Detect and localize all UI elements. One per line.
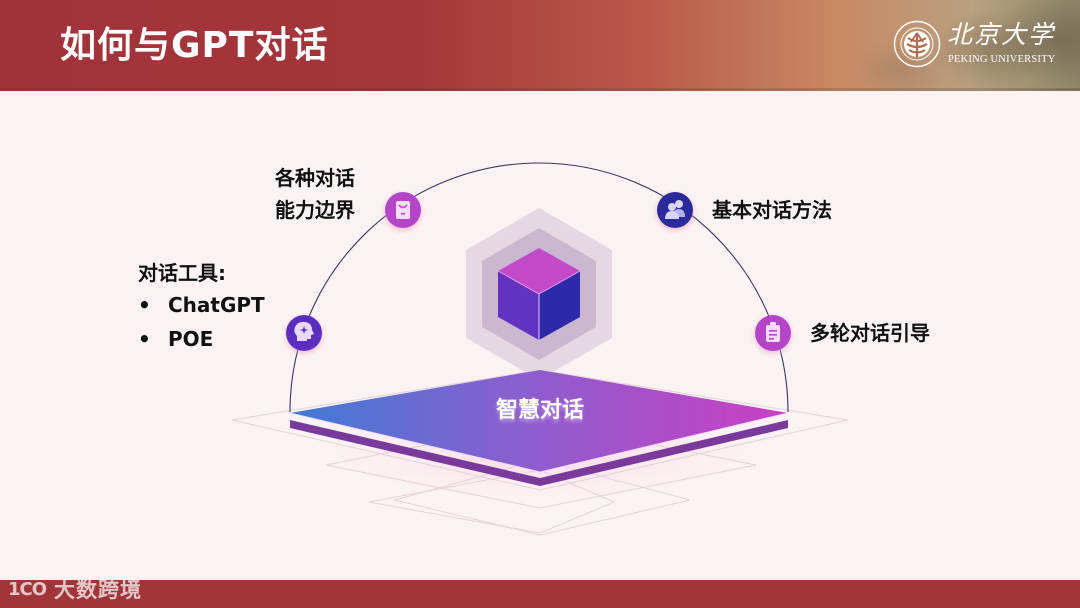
- header-campus-background: [780, 0, 1080, 91]
- list-item: • POE: [138, 322, 265, 356]
- header-bar: 如何与GPT对话 北京大学 PEKING UNIVERSITY: [0, 0, 1080, 91]
- footer-bar: [0, 580, 1080, 608]
- list-item: • ChatGPT: [138, 288, 265, 322]
- watermark: 1CO 大数跨境: [8, 574, 142, 604]
- node-basic-methods-label: 基本对话方法: [712, 198, 832, 222]
- university-name-en: PEKING UNIVERSITY: [948, 54, 1056, 65]
- page-title: 如何与GPT对话: [60, 25, 329, 66]
- node-boundaries-label-line1: 各种对话: [275, 166, 355, 190]
- peking-university-emblem-icon: [893, 20, 941, 68]
- node-multi-turn[interactable]: [755, 315, 791, 351]
- cube-icon: [497, 248, 581, 340]
- center-label: 智慧对话: [495, 398, 584, 423]
- node-tools-label: 对话工具: • ChatGPT • POE: [138, 258, 265, 356]
- watermark-logo-icon: 1CO: [8, 578, 47, 600]
- node-boundaries[interactable]: [385, 192, 421, 228]
- node-boundaries-label-line2: 能力边界: [275, 198, 355, 222]
- watermark-text: 大数跨境: [54, 578, 143, 602]
- tool-chatgpt: ChatGPT: [168, 293, 265, 317]
- tools-heading: 对话工具:: [138, 261, 226, 285]
- university-name-cn: 北京大学: [947, 20, 1056, 49]
- bullet: •: [138, 327, 151, 351]
- node-multi-turn-label: 多轮对话引导: [810, 321, 930, 345]
- head-idea-icon: [294, 321, 314, 341]
- connection-arc: [289, 162, 789, 413]
- platform: [289, 370, 789, 486]
- mobile-device-icon: [396, 201, 410, 219]
- users-icon: [665, 200, 685, 219]
- tool-poe: POE: [168, 327, 214, 351]
- clipboard-icon: [766, 322, 780, 342]
- node-tools[interactable]: [286, 315, 322, 351]
- node-basic-methods[interactable]: [657, 192, 693, 228]
- bullet: •: [138, 293, 151, 317]
